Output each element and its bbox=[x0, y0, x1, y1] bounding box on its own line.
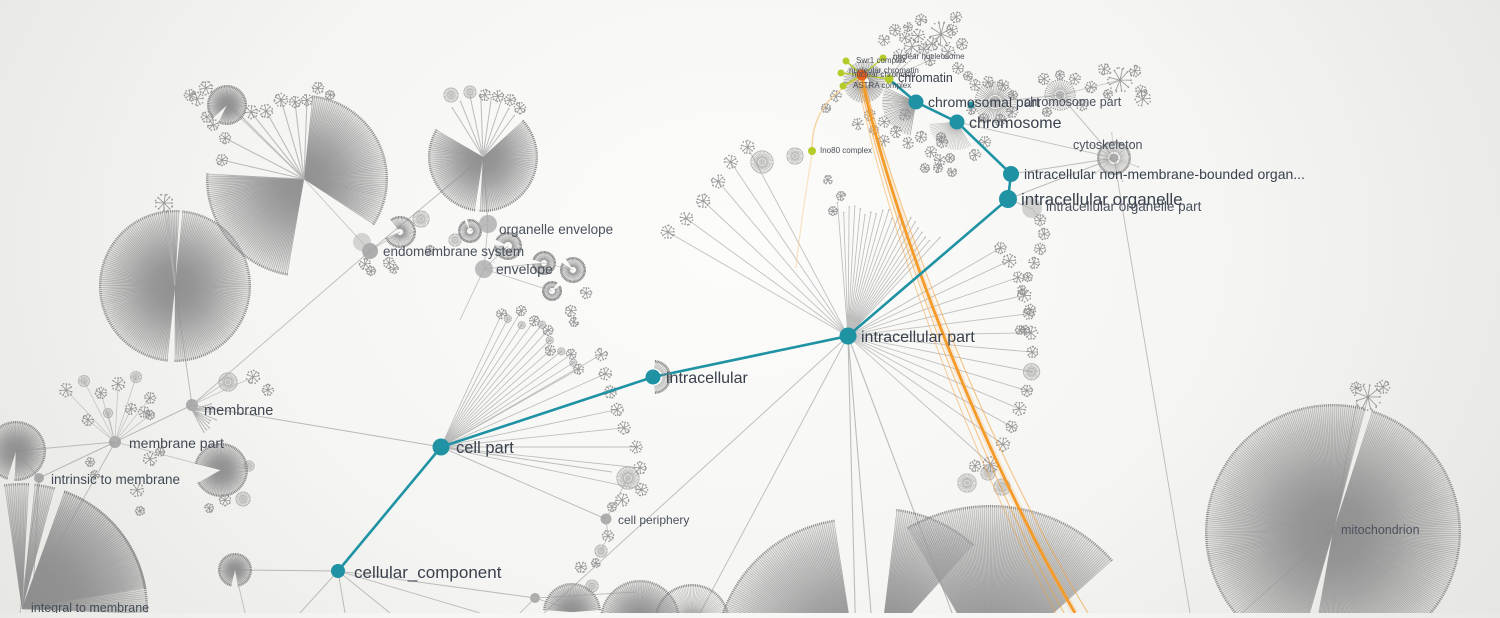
svg-text:nucleolar chromatin: nucleolar chromatin bbox=[849, 66, 919, 75]
svg-text:intracellular organelle part: intracellular organelle part bbox=[1046, 199, 1202, 214]
svg-text:mitochondrion: mitochondrion bbox=[1341, 523, 1420, 537]
svg-text:cellular_component: cellular_component bbox=[354, 563, 502, 582]
svg-text:nuclear nucleosome: nuclear nucleosome bbox=[893, 52, 965, 61]
svg-text:cell periphery: cell periphery bbox=[618, 513, 689, 527]
svg-text:organelle envelope: organelle envelope bbox=[499, 222, 613, 237]
svg-text:intracellular non-membrane-bou: intracellular non-membrane-bounded organ… bbox=[1024, 166, 1305, 182]
svg-text:cell part: cell part bbox=[456, 439, 514, 457]
svg-text:cytoskeleton: cytoskeleton bbox=[1073, 138, 1143, 152]
svg-text:membrane part: membrane part bbox=[129, 435, 224, 451]
svg-text:intracellular organelle: intracellular organelle bbox=[1021, 190, 1183, 209]
svg-text:ASTRA complex: ASTRA complex bbox=[853, 81, 911, 90]
svg-text:intrinsic to membrane: intrinsic to membrane bbox=[51, 472, 180, 487]
svg-text:nuclear chromatin: nuclear chromatin bbox=[852, 70, 916, 79]
svg-text:intracellular: intracellular bbox=[666, 370, 748, 387]
svg-text:endomembrane system: endomembrane system bbox=[383, 244, 524, 259]
svg-text:Swr1 complex: Swr1 complex bbox=[856, 56, 906, 65]
svg-text:integral to membrane: integral to membrane bbox=[31, 601, 149, 613]
svg-text:membrane: membrane bbox=[204, 403, 273, 419]
svg-text:chromosome part: chromosome part bbox=[1024, 95, 1122, 109]
svg-text:envelope: envelope bbox=[496, 261, 553, 277]
svg-text:chromosomal part: chromosomal part bbox=[928, 94, 1040, 110]
svg-text:intracellular part: intracellular part bbox=[861, 329, 975, 346]
svg-text:Ino80 complex: Ino80 complex bbox=[820, 146, 872, 155]
svg-text:chromosome: chromosome bbox=[969, 115, 1062, 132]
svg-text:chromatin: chromatin bbox=[898, 71, 953, 85]
